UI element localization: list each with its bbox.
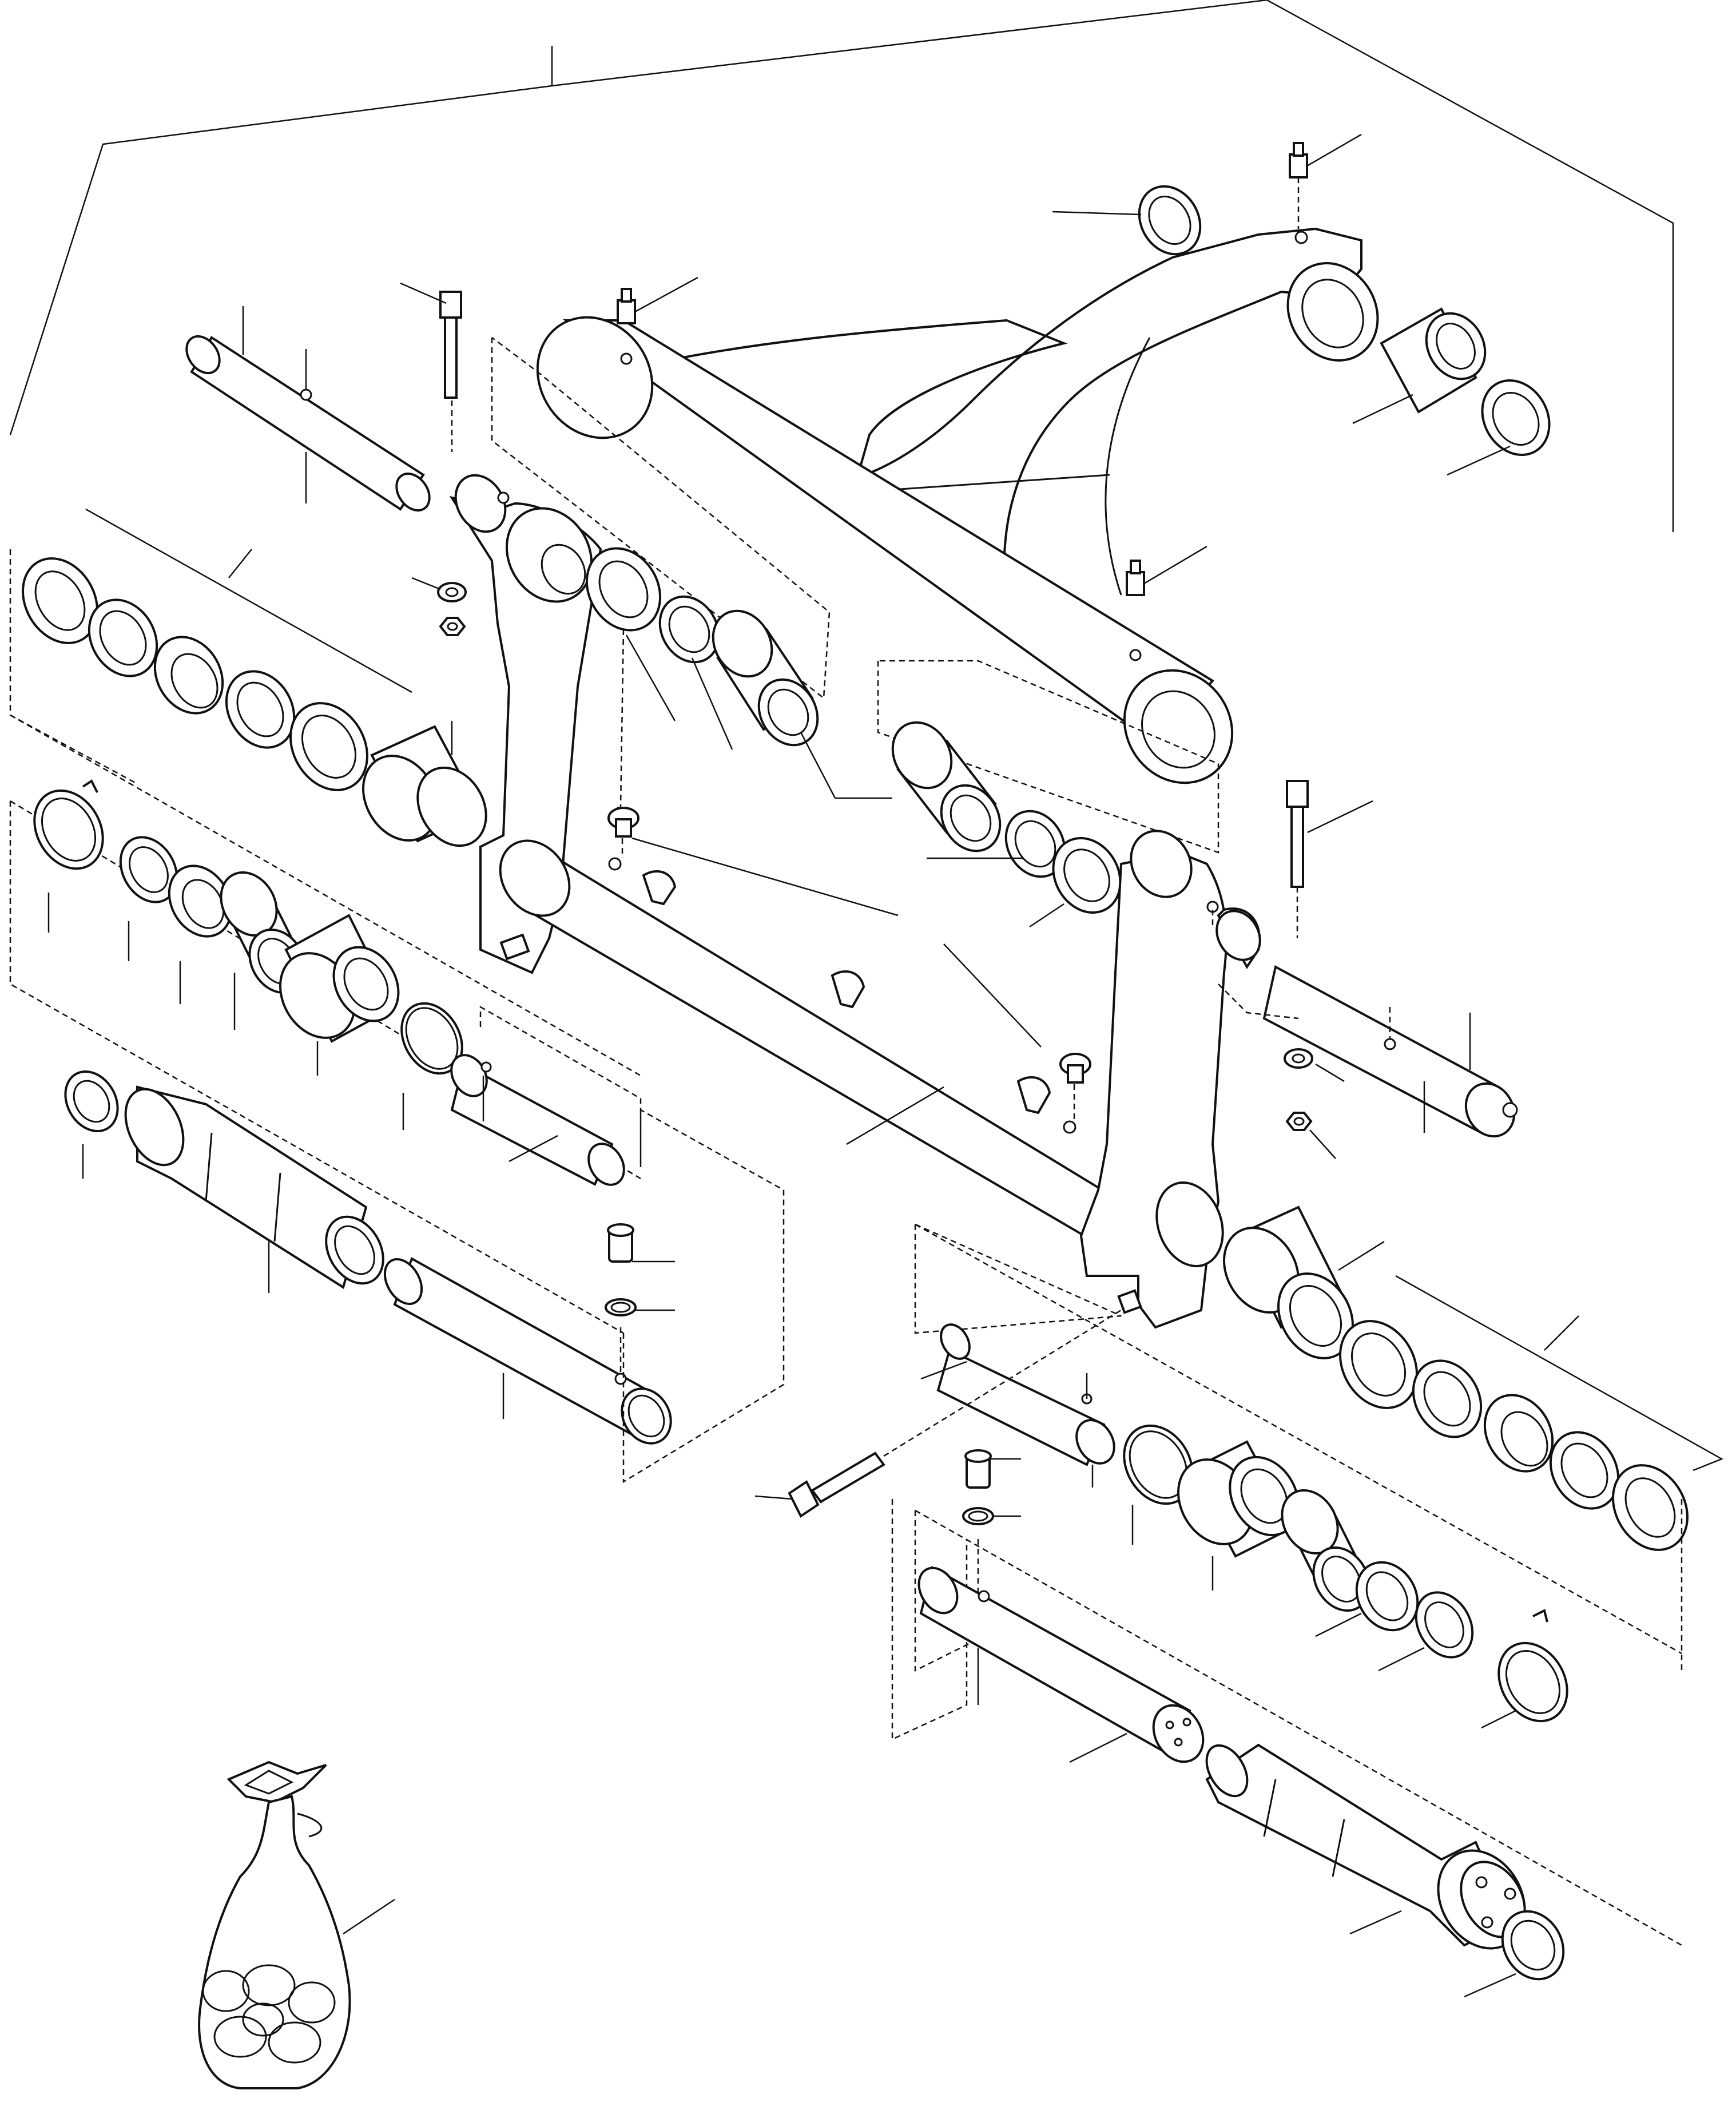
seal-rings-right-row2 [914, 1223, 1683, 1729]
right-upper-pin [1215, 907, 1518, 1138]
seal-rings-centre [585, 547, 892, 807]
grease-nipple-icon [617, 133, 1362, 596]
bolt-icon [1286, 780, 1373, 938]
bolt-icon [754, 1309, 1122, 1518]
left-pivot-arm [449, 474, 602, 974]
left-upper-pin [185, 306, 431, 512]
nut-icon [1218, 983, 1345, 1159]
grease-nipple-icon [607, 807, 1091, 1121]
grease-nipple-icon [962, 1449, 1021, 1525]
swing-frame [536, 227, 1379, 784]
seal-rings-left-row1 [9, 508, 641, 1077]
seal-rings-left-row2 [9, 779, 642, 1334]
group-box-left-upper [491, 337, 831, 700]
seal-rings-right-row1 [1223, 1205, 1723, 1551]
seal-rings-upper-right [1052, 185, 1551, 476]
right-pivot-arm [1079, 830, 1227, 1329]
group-bracket-top [9, 0, 1674, 532]
left-lower-pin [64, 1070, 785, 1484]
seal-rings-centre-right [877, 660, 1219, 928]
bolt-icon [400, 282, 462, 452]
nut-icon [411, 577, 467, 636]
bag-icon [198, 1760, 395, 2089]
right-lower-pin [891, 1499, 1682, 1998]
